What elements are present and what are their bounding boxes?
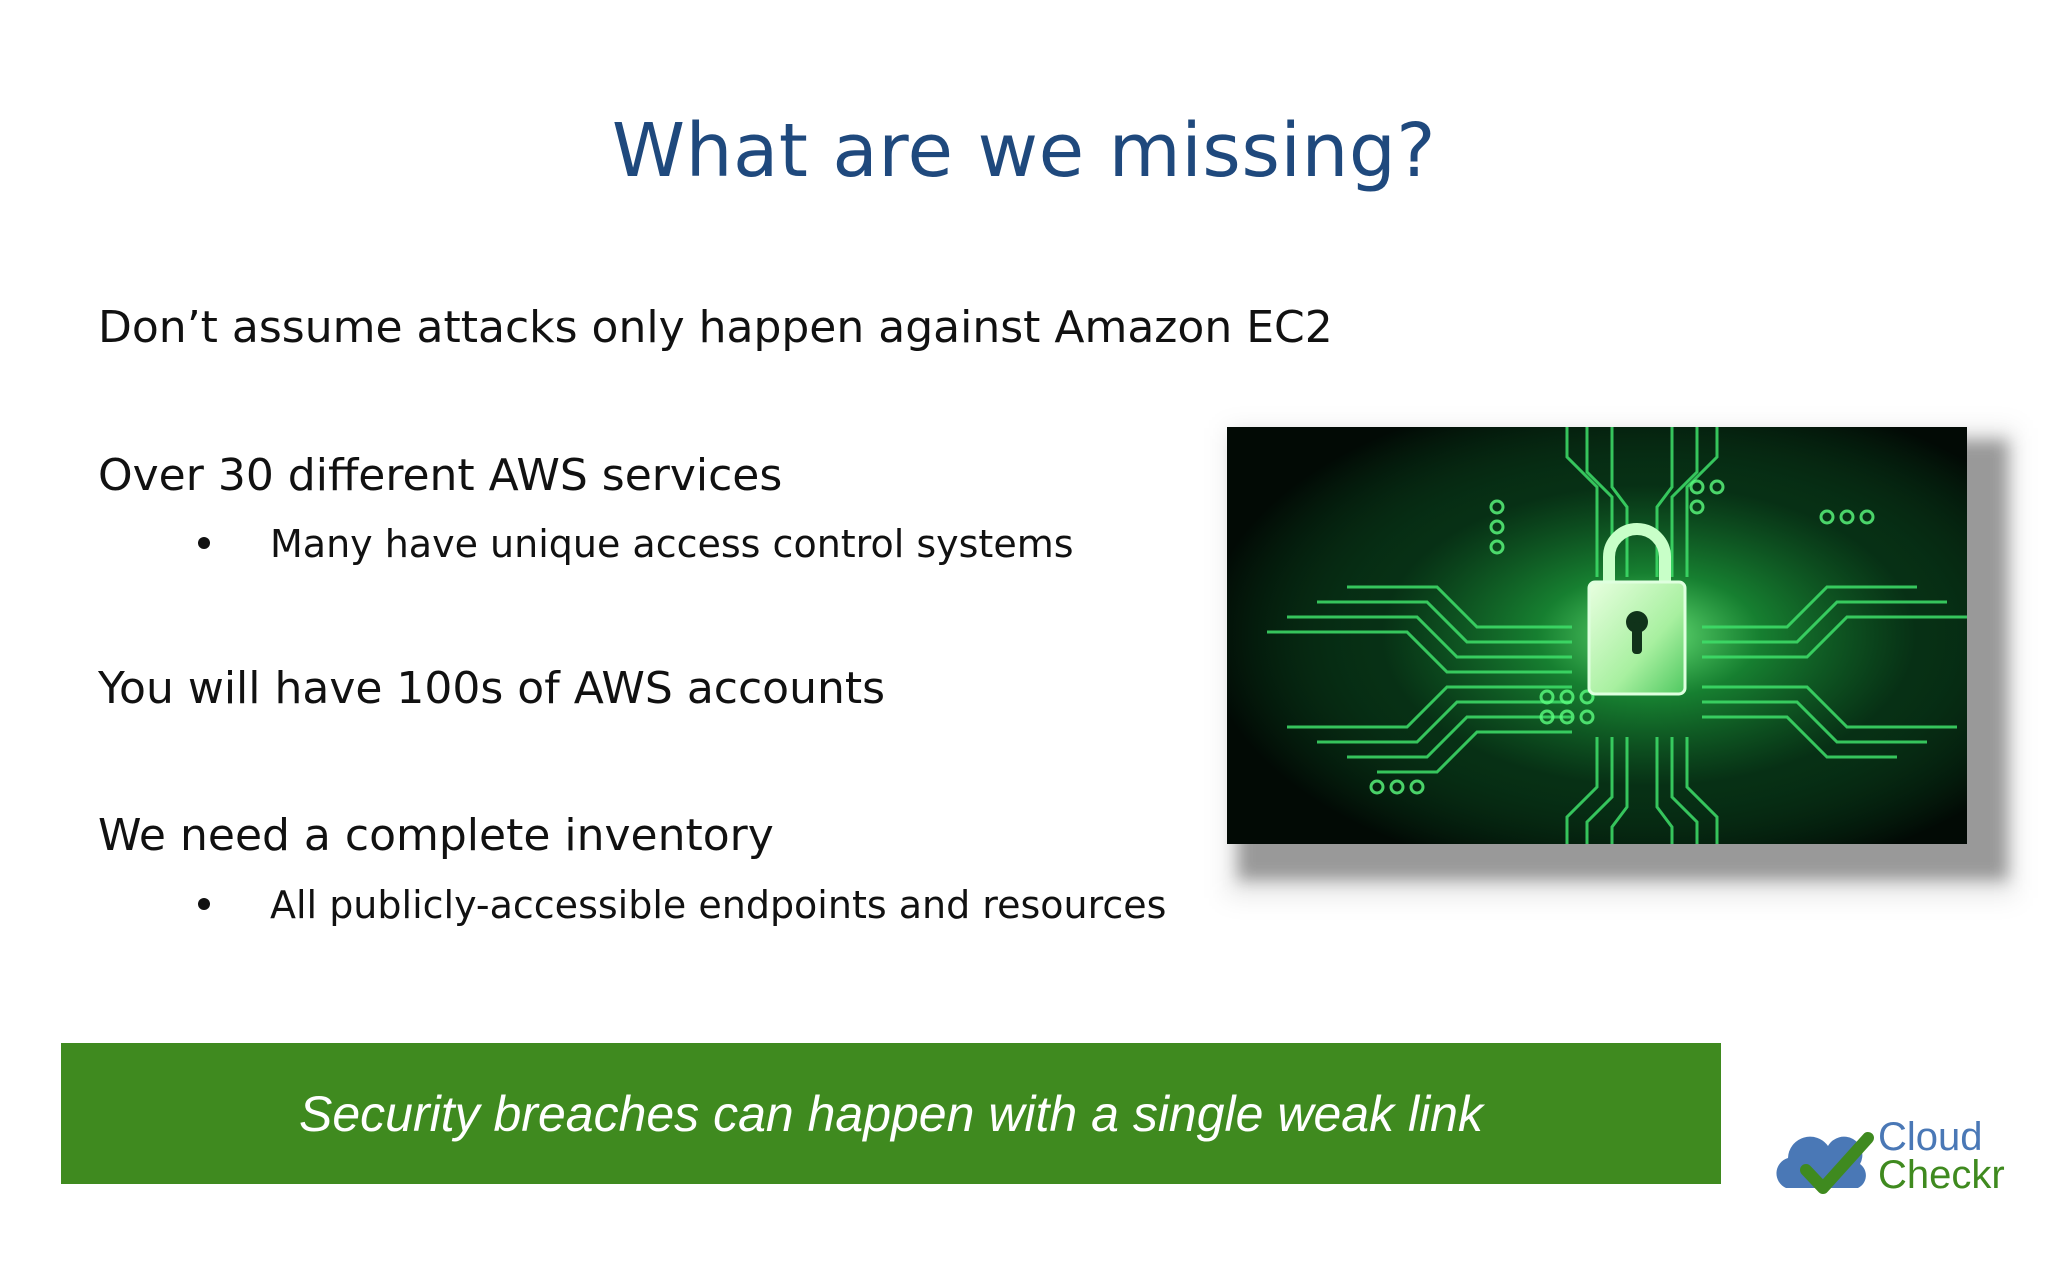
logo-wordmark: Cloud Checkr	[1878, 1115, 2005, 1197]
statement-inventory: We need a complete inventory	[98, 810, 774, 861]
bullet-access-control: Many have unique access control systems	[198, 522, 1074, 566]
padlock-circuit-board-icon	[1227, 427, 1967, 844]
bullet-dot-icon	[198, 897, 210, 910]
logo-line-cloud: Cloud	[1878, 1115, 1983, 1159]
cloudcheckr-logo: Cloud Checkr	[1768, 1115, 2018, 1208]
bullet-endpoints: All publicly-accessible endpoints and re…	[198, 883, 1166, 927]
bullet-text: Many have unique access control systems	[270, 522, 1074, 566]
statement-aws-services: Over 30 different AWS services	[98, 450, 783, 501]
key-message-banner: Security breaches can happen with a sing…	[61, 1043, 1721, 1184]
bullet-dot-icon	[198, 536, 210, 549]
bullet-text: All publicly-accessible endpoints and re…	[270, 883, 1167, 927]
statement-ec2: Don’t assume attacks only happen against…	[98, 302, 1333, 353]
logo-line-checkr: Checkr	[1878, 1153, 2005, 1197]
cloud-checkmark-icon	[1776, 1132, 1874, 1194]
statement-aws-accounts: You will have 100s of AWS accounts	[98, 663, 886, 714]
banner-text: Security breaches can happen with a sing…	[298, 1085, 1483, 1142]
slide-title: What are we missing?	[611, 108, 1437, 194]
